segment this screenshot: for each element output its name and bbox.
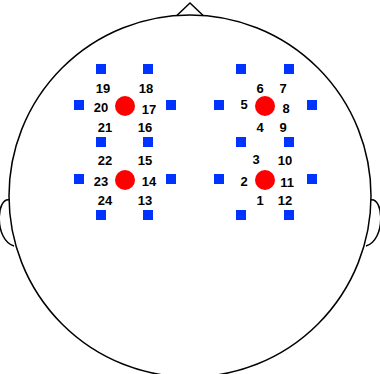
electrode-number: 15 <box>138 154 152 167</box>
red-markers <box>115 96 275 190</box>
electrode-number: 20 <box>94 101 108 114</box>
blue-square <box>96 210 106 220</box>
electrode-number: 12 <box>278 194 292 207</box>
electrode-number: 3 <box>252 153 259 166</box>
electrode-number: 21 <box>98 121 112 134</box>
blue-square <box>166 174 176 184</box>
blue-square <box>96 137 106 147</box>
red-circle <box>115 96 135 116</box>
blue-square <box>236 137 246 147</box>
red-circle <box>115 170 135 190</box>
electrode-number: 19 <box>96 82 110 95</box>
electrode-number: 8 <box>282 102 289 115</box>
electrode-number: 10 <box>278 154 292 167</box>
head-outline <box>9 15 371 374</box>
electrode-number: 23 <box>94 175 108 188</box>
blue-square <box>74 174 84 184</box>
blue-square <box>236 64 246 74</box>
blue-square <box>307 174 317 184</box>
blue-square <box>166 100 176 110</box>
blue-square <box>143 64 153 74</box>
blue-square <box>307 100 317 110</box>
electrode-number: 18 <box>139 82 153 95</box>
blue-square <box>284 64 294 74</box>
electrode-number: 16 <box>138 121 152 134</box>
electrode-number: 5 <box>240 98 247 111</box>
blue-square <box>74 100 84 110</box>
electrode-number: 17 <box>142 103 156 116</box>
blue-markers <box>74 64 317 220</box>
electrode-number: 1 <box>256 194 263 207</box>
electrode-number: 6 <box>256 82 263 95</box>
red-circle <box>255 170 275 190</box>
blue-square <box>143 210 153 220</box>
electrode-number: 9 <box>279 121 286 134</box>
red-circle <box>255 96 275 116</box>
blue-square <box>284 137 294 147</box>
blue-square <box>96 64 106 74</box>
electrode-number: 14 <box>142 175 156 188</box>
blue-square <box>284 210 294 220</box>
electrode-number: 7 <box>279 82 286 95</box>
blue-square <box>143 137 153 147</box>
blue-square <box>236 210 246 220</box>
electrode-number: 24 <box>98 194 112 207</box>
electrode-number: 2 <box>240 175 247 188</box>
blue-square <box>214 100 224 110</box>
electrode-number: 22 <box>98 154 112 167</box>
electrode-number: 4 <box>256 121 263 134</box>
electrode-number: 13 <box>138 194 152 207</box>
electrode-number: 11 <box>280 176 294 189</box>
blue-square <box>214 174 224 184</box>
